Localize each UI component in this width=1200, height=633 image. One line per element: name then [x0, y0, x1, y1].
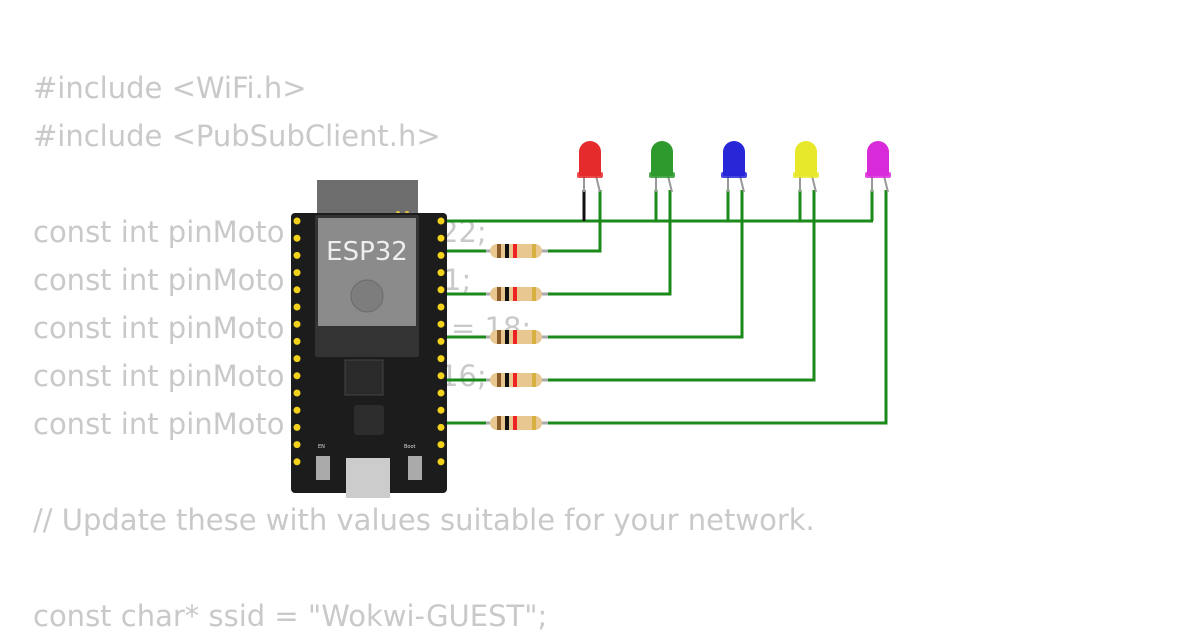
led-3[interactable]	[793, 141, 819, 193]
resistor-band	[532, 244, 536, 258]
code-line-comment: // Update these with values suitable for…	[33, 503, 815, 537]
resistor-band	[532, 287, 536, 301]
pin-right[interactable]	[437, 303, 445, 311]
code-line-motor-2: const int pinMoto	[33, 263, 285, 297]
resistor-band	[497, 330, 501, 344]
resistor-band	[505, 330, 509, 344]
code-line-ssid: const char* ssid = "Wokwi-GUEST";	[33, 599, 548, 633]
resistor-band	[532, 330, 536, 344]
code-suffix-2: 1;	[443, 263, 472, 297]
resistor-band	[513, 330, 517, 344]
code-line-motor-1: const int pinMoto	[33, 215, 285, 249]
resistor[interactable]	[486, 330, 548, 344]
resistor[interactable]	[486, 416, 548, 430]
pin-left[interactable]	[293, 269, 301, 277]
pin-left[interactable]	[293, 355, 301, 363]
led-4[interactable]	[865, 141, 891, 193]
pin-right[interactable]	[437, 389, 445, 397]
pin-right[interactable]	[437, 355, 445, 363]
pin-left[interactable]	[293, 251, 301, 259]
pin-right[interactable]	[437, 269, 445, 277]
boot-button[interactable]	[408, 456, 422, 480]
resistor-band	[505, 416, 509, 430]
resistor-band	[513, 287, 517, 301]
wires	[441, 190, 888, 425]
pin-left[interactable]	[293, 389, 301, 397]
resistor-band	[505, 287, 509, 301]
resistor-band	[497, 287, 501, 301]
pin-right[interactable]	[437, 423, 445, 431]
resistor-band	[513, 244, 517, 258]
pin-right[interactable]	[437, 441, 445, 449]
pin-left[interactable]	[293, 337, 301, 345]
board-label: ESP32	[326, 237, 408, 267]
resistor-band	[497, 373, 501, 387]
pin-left[interactable]	[293, 458, 301, 466]
led-1[interactable]	[649, 141, 675, 193]
pin-left[interactable]	[293, 234, 301, 242]
en-label: EN	[318, 444, 325, 450]
usb-port	[346, 458, 390, 498]
pin-left[interactable]	[293, 320, 301, 328]
pin-left[interactable]	[293, 423, 301, 431]
pin-right[interactable]	[437, 286, 445, 294]
resistor[interactable]	[486, 287, 548, 301]
resistor-band	[532, 416, 536, 430]
pin-right[interactable]	[437, 337, 445, 345]
pin-right[interactable]	[437, 251, 445, 259]
code-line-include-pubsub: #include <PubSubClient.h>	[33, 119, 441, 153]
code-line-motor-3: const int pinMoto	[33, 311, 285, 345]
pin-left[interactable]	[293, 441, 301, 449]
resistor[interactable]	[486, 373, 548, 387]
pin-left[interactable]	[293, 406, 301, 414]
resistor-band	[513, 416, 517, 430]
pin-right[interactable]	[437, 217, 445, 225]
resistor-band	[513, 373, 517, 387]
pin-right[interactable]	[437, 372, 445, 380]
resistor-band	[497, 416, 501, 430]
en-button[interactable]	[316, 456, 330, 480]
boot-label: Boot	[404, 444, 416, 450]
pin-left[interactable]	[293, 217, 301, 225]
code-line-motor-5: const int pinMoto	[33, 407, 285, 441]
resistor-band	[532, 373, 536, 387]
code-line-motor-4: const int pinMoto	[33, 359, 285, 393]
led-2[interactable]	[721, 141, 747, 193]
led-0[interactable]	[577, 141, 603, 193]
pin-right[interactable]	[437, 458, 445, 466]
pin-right[interactable]	[437, 406, 445, 414]
resistor-band	[505, 244, 509, 258]
espressif-logo-icon	[350, 279, 384, 313]
resistor-band	[497, 244, 501, 258]
esp32-board[interactable]: ESP32 EN Boot	[291, 180, 447, 498]
pin-right[interactable]	[437, 234, 445, 242]
pin-left[interactable]	[293, 303, 301, 311]
code-line-include-wifi: #include <WiFi.h>	[33, 71, 307, 105]
pin-right[interactable]	[437, 320, 445, 328]
pin-left[interactable]	[293, 286, 301, 294]
code-suffix-4: 16;	[440, 359, 487, 393]
pin-left[interactable]	[293, 372, 301, 380]
resistor-band	[505, 373, 509, 387]
resistor[interactable]	[486, 244, 548, 258]
